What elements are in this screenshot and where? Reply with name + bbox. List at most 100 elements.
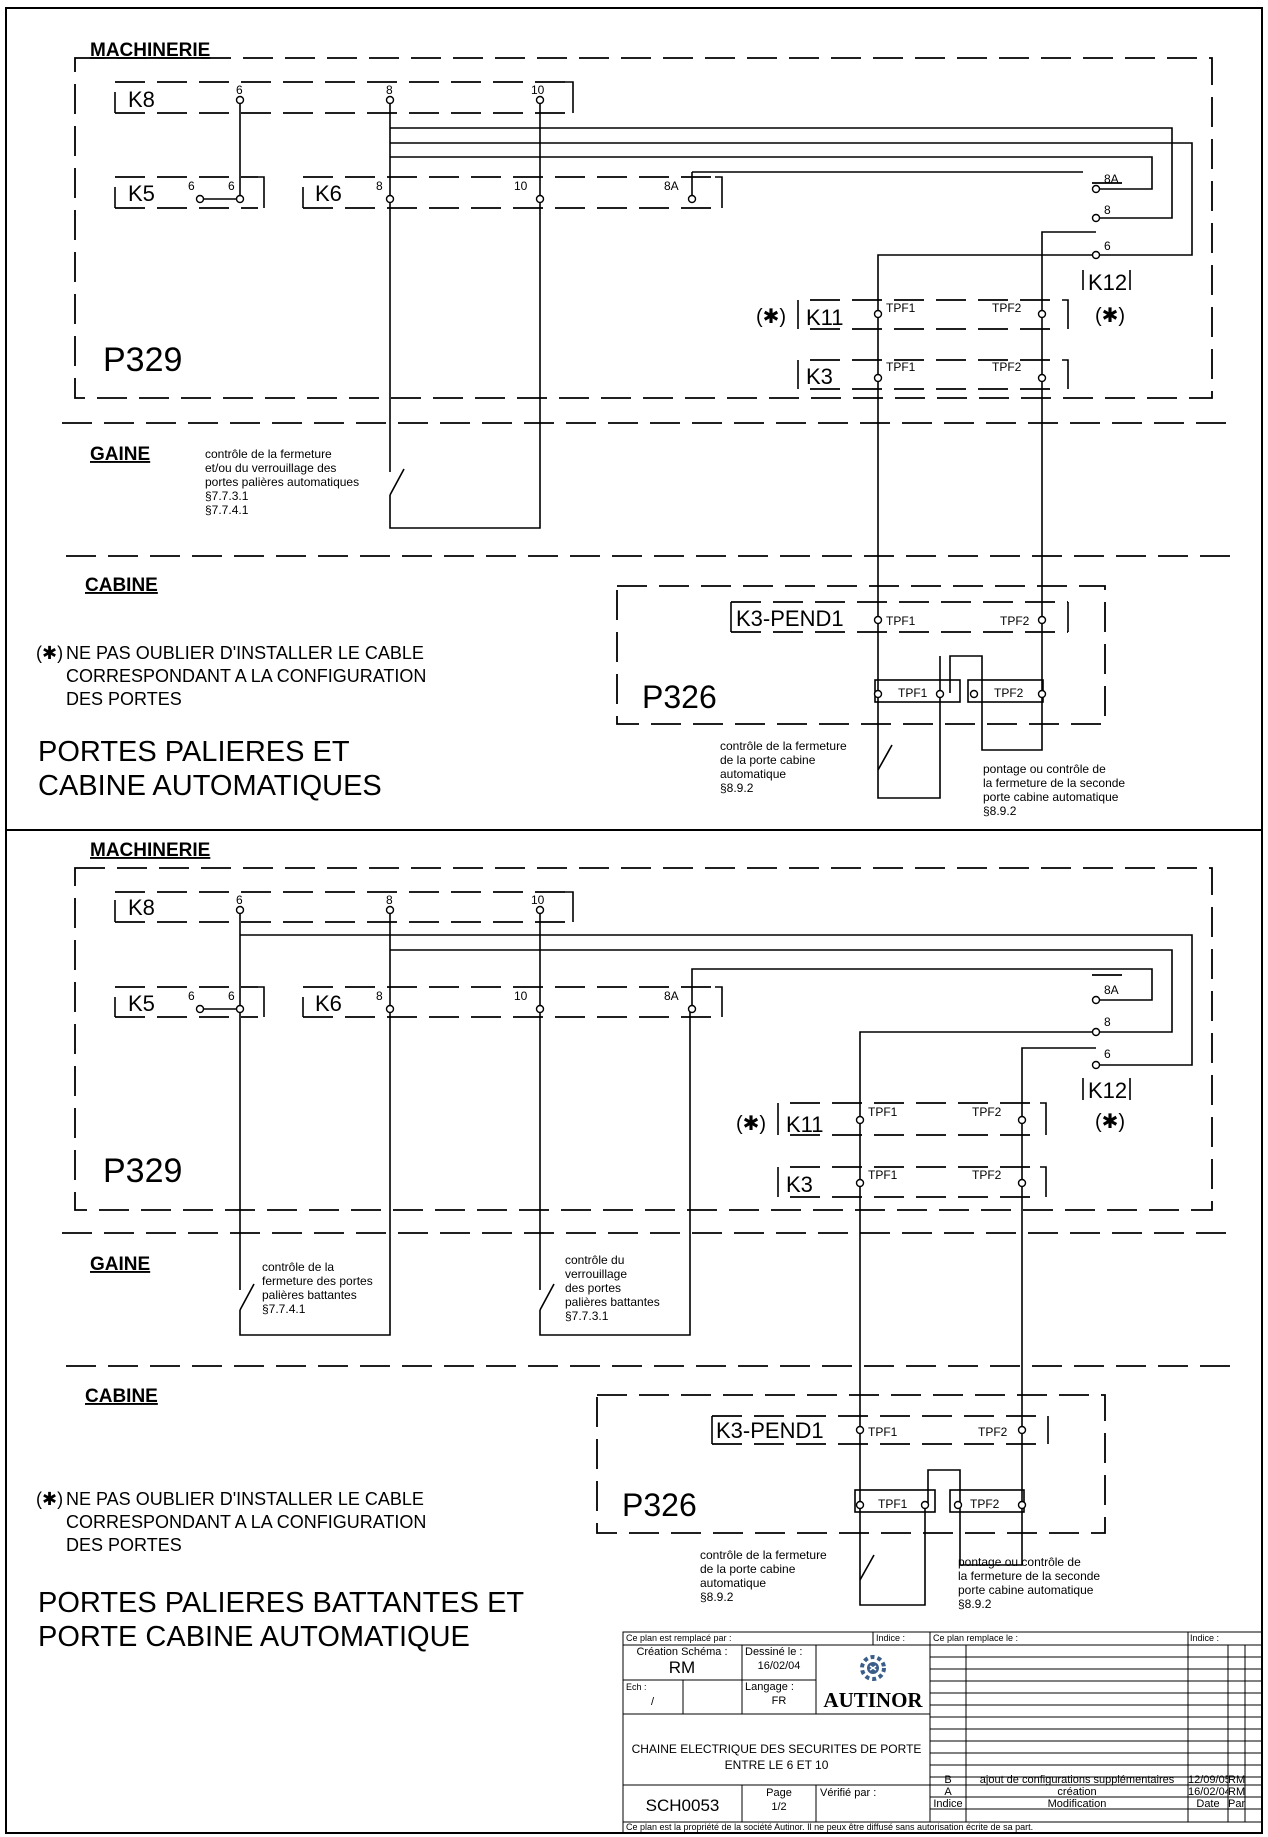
svg-text:la fermeture de la seconde: la fermeture de la seconde [983, 776, 1125, 790]
svg-text:de la porte cabine: de la porte cabine [720, 753, 816, 767]
diagram-title: PORTES PALIERES BATTANTES ET PORTE CABIN… [38, 1587, 524, 1653]
svg-text:contrôle de la fermeture: contrôle de la fermeture [205, 447, 332, 461]
terminal-label: 8 [1104, 1015, 1111, 1029]
replaces-label: Ce plan remplace le : [933, 1633, 1019, 1643]
terminal-label: TPF1 [886, 301, 916, 315]
terminal-label: 8 [376, 989, 383, 1003]
gaine-note-2: contrôle du verrouillage des portes pali… [565, 1253, 660, 1323]
svg-text:§8.9.2: §8.9.2 [720, 781, 754, 795]
section-cabine: CABINE [85, 575, 158, 596]
cabine-note-1: contrôle de la fermeture de la porte cab… [700, 1548, 827, 1604]
star-k11: (✱) [736, 1113, 766, 1135]
section-machinerie: MACHINERIE [90, 40, 210, 61]
svg-text:des portes: des portes [565, 1281, 621, 1295]
terminal-label: 10 [531, 83, 545, 97]
terminal-label: 8 [1104, 203, 1111, 217]
svg-text:verrouillage: verrouillage [565, 1267, 627, 1281]
terminal-label: 10 [531, 893, 545, 907]
terminal-label: 8A [664, 989, 679, 1003]
cabine-note-1: contrôle de la fermeture de la porte cab… [720, 739, 847, 795]
box-label-p329: P329 [103, 1152, 182, 1190]
terminal-label: TPF1 [898, 686, 928, 700]
svg-text:contrôle du: contrôle du [565, 1253, 624, 1267]
star-k12: (✱) [1095, 305, 1125, 327]
terminal-label: 6 [188, 989, 195, 1003]
indice-label: Indice : [876, 1633, 906, 1643]
creation-value: RM [668, 1658, 696, 1677]
creation-label: Création Schéma : [636, 1646, 728, 1658]
svg-text:porte cabine automatique: porte cabine automatique [983, 790, 1119, 804]
terminal-label: 8A [664, 179, 679, 193]
cabine-note-2: pontage ou contrôle de la fermeture de l… [983, 762, 1125, 818]
svg-text:palières battantes: palières battantes [565, 1295, 660, 1309]
svg-text:§8.9.2: §8.9.2 [983, 804, 1017, 818]
ech-value: / [651, 1696, 655, 1708]
footer-note: Ce plan est la propriété de la société A… [626, 1822, 1034, 1832]
terminal-label: 6 [1104, 239, 1111, 253]
terminal-label: 10 [514, 989, 528, 1003]
title-block-grid [622, 1631, 1263, 1834]
drawn-label: Dessiné le : [745, 1646, 803, 1658]
terminal-label: TPF2 [978, 1425, 1008, 1439]
svg-text:§8.9.2: §8.9.2 [700, 1590, 734, 1604]
svg-text:§7.7.4.1: §7.7.4.1 [262, 1302, 306, 1316]
drawn-value: 16/02/04 [757, 1660, 801, 1672]
svg-text:CABINE AUTOMATIQUES: CABINE AUTOMATIQUES [38, 770, 382, 802]
rev-b-par: RM [1228, 1774, 1245, 1786]
autinor-logo-icon [860, 1655, 886, 1681]
doc-number: SCH0053 [645, 1796, 720, 1815]
terminal-label: 6 [188, 179, 195, 193]
svg-text:PORTES PALIERES ET: PORTES PALIERES ET [38, 736, 350, 768]
rev-header-par: Par [1228, 1798, 1245, 1810]
terminal-label: TPF1 [886, 614, 916, 628]
cabine-note-2: pontage ou contrôle de la fermeture de l… [958, 1555, 1100, 1611]
svg-text:§8.9.2: §8.9.2 [958, 1597, 992, 1611]
rev-b-modification: ajout de configurations supplémentaires [979, 1774, 1175, 1786]
svg-text:portes palières automatiques: portes palières automatiques [205, 475, 359, 489]
svg-text:PORTES PALIERES BATTANTES ET: PORTES PALIERES BATTANTES ET [38, 1587, 524, 1619]
gaine-note: contrôle de la fermeture et/ou du verrou… [205, 447, 359, 517]
diagram-title: PORTES PALIERES ET CABINE AUTOMATIQUES [38, 736, 382, 802]
p326-box [596, 1394, 1106, 1534]
warning-note: (✱) NE PAS OUBLIER D'INSTALLER LE CABLE … [36, 1489, 426, 1555]
gaine-note-1: contrôle de la fermeture des portes pali… [262, 1260, 373, 1316]
box-label-p326: P326 [642, 679, 717, 715]
indice-label-2: Indice : [1190, 1633, 1220, 1643]
terminal-label: 8 [376, 179, 383, 193]
section-machinerie: MACHINERIE [90, 840, 210, 861]
lang-value: FR [771, 1695, 787, 1707]
verified-label: Vérifié par : [820, 1787, 877, 1799]
rev-header-modification: Modification [1047, 1798, 1107, 1810]
svg-text:§7.7.4.1: §7.7.4.1 [205, 503, 249, 517]
terminal-label: TPF1 [886, 360, 916, 374]
title-block: Ce plan est remplacé par : Indice : Ce p… [623, 1632, 1263, 1834]
svg-text:de la porte cabine: de la porte cabine [700, 1562, 796, 1576]
svg-text:NE PAS OUBLIER D'INSTALLER LE: NE PAS OUBLIER D'INSTALLER LE CABLE [66, 643, 424, 663]
terminal-label: 6 [228, 179, 235, 193]
subject-line-1: CHAINE ELECTRIQUE DES SECURITES DE PORTE [631, 1742, 922, 1756]
terminal-label: 6 [236, 893, 243, 907]
relay-k5: K5 [128, 181, 155, 206]
lang-label: Langage : [745, 1681, 794, 1693]
relay-k3-pend1: K3-PEND1 [736, 606, 844, 631]
star-k11: (✱) [756, 306, 786, 328]
warning-note: (✱) NE PAS OUBLIER D'INSTALLER LE CABLE … [36, 643, 426, 709]
svg-text:(✱): (✱) [36, 643, 63, 663]
terminal-label: TPF2 [992, 301, 1022, 315]
p326-box [616, 585, 1106, 725]
ech-label: Ech : [626, 1682, 647, 1692]
terminal-label: 8A [1104, 983, 1119, 997]
terminal-label: 6 [236, 83, 243, 97]
rev-b-indice: B [944, 1774, 952, 1786]
terminal-label: TPF2 [1000, 614, 1030, 628]
relay-k3: K3 [806, 364, 833, 389]
terminal-label: TPF2 [994, 686, 1024, 700]
rev-a-date: 16/02/04 [1188, 1786, 1228, 1798]
terminal-label: 8 [386, 83, 393, 97]
svg-text:palières battantes: palières battantes [262, 1288, 357, 1302]
relay-k8: K8 [128, 895, 155, 920]
company-name: AUTINOR [823, 1688, 923, 1712]
terminal-label: 10 [514, 179, 528, 193]
svg-text:pontage ou contrôle de: pontage ou contrôle de [958, 1555, 1081, 1569]
